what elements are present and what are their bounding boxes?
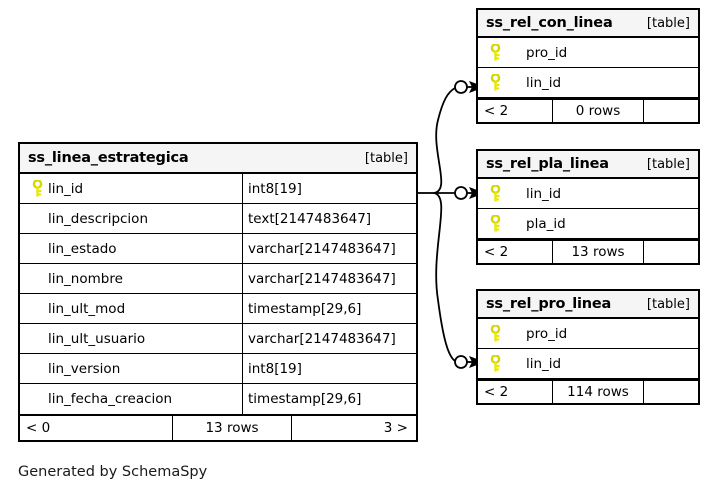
column-name-text: lin_nombre — [48, 270, 123, 287]
column-name-cell: lin_ult_mod — [20, 294, 242, 323]
column-type-cell: timestamp[29,6] — [242, 294, 416, 323]
column-name-text: pro_id — [526, 44, 568, 61]
column-name-cell: lin_id — [20, 174, 242, 203]
primary-key-icon — [484, 324, 506, 343]
column-name-text: lin_ult_mod — [48, 300, 126, 317]
column-name-text: lin_id — [526, 185, 562, 202]
footer-row-count: 0 rows — [552, 100, 644, 122]
column-name-text: lin_estado — [48, 240, 117, 257]
table-row[interactable]: pro_id — [478, 319, 698, 349]
column-type-cell: int8[19] — [242, 354, 416, 383]
table-row[interactable]: lin_id int8[19] — [20, 174, 416, 204]
column-name-text: lin_id — [526, 355, 562, 372]
table-ss-linea-estrategica[interactable]: ss_linea_estrategica [table] lin_id int8… — [18, 142, 418, 442]
table-ss-rel-pro-linea[interactable]: ss_rel_pro_linea [table] pro_id — [476, 289, 700, 405]
table-row[interactable]: lin_nombre varchar[2147483647] — [20, 264, 416, 294]
table-row[interactable]: lin_id — [478, 68, 698, 98]
footer-parents-count[interactable]: < 2 — [484, 244, 509, 260]
column-name-cell: lin_estado — [20, 234, 242, 263]
table-footer: < 2 114 rows — [478, 379, 698, 403]
footer-parents-count[interactable]: < 0 — [26, 420, 51, 436]
table-kind-label: [table] — [646, 296, 690, 312]
primary-key-icon — [484, 73, 506, 92]
column-name-cell: lin_nombre — [20, 264, 242, 293]
column-name-cell: lin_id — [478, 68, 698, 97]
column-name-text: lin_fecha_creacion — [48, 391, 173, 407]
connector-to-ss-rel-con-linea — [433, 87, 456, 194]
table-row[interactable]: pla_id — [478, 209, 698, 239]
table-title: ss_rel_con_linea — [486, 15, 613, 31]
table-ss-rel-pla-linea[interactable]: ss_rel_pla_linea [table] lin_id — [476, 149, 700, 265]
table-row[interactable]: lin_descripcion text[2147483647] — [20, 204, 416, 234]
connector-endpoint-circle-con — [454, 80, 468, 94]
table-kind-label: [table] — [646, 15, 690, 31]
footer-row-count: 13 rows — [552, 241, 644, 263]
column-name-cell: lin_ult_usuario — [20, 324, 242, 353]
table-row[interactable]: lin_id — [478, 349, 698, 379]
table-title: ss_linea_estrategica — [28, 150, 189, 166]
connector-endpoint-circle-pla — [454, 186, 468, 200]
footer-children-count[interactable] — [644, 381, 698, 403]
column-name-cell: pro_id — [478, 319, 698, 348]
table-row[interactable]: lin_id — [478, 179, 698, 209]
column-name-cell: pla_id — [478, 209, 698, 238]
column-name-cell: lin_fecha_creacion — [20, 384, 242, 414]
table-row[interactable]: lin_estado varchar[2147483647] — [20, 234, 416, 264]
connector-endpoint-circle-pro — [454, 355, 468, 369]
column-name-cell: lin_id — [478, 349, 698, 378]
table-footer: < 2 0 rows — [478, 98, 698, 122]
column-name-text: lin_version — [48, 360, 121, 377]
column-name-cell: pro_id — [478, 38, 698, 67]
column-name-text: pla_id — [526, 215, 566, 232]
column-name-text: lin_id — [48, 180, 84, 197]
table-row[interactable]: lin_ult_usuario varchar[2147483647] — [20, 324, 416, 354]
footer-row-count: 13 rows — [172, 416, 292, 440]
footer-parents-count[interactable]: < 2 — [484, 103, 509, 119]
table-row[interactable]: lin_fecha_creacion timestamp[29,6] — [20, 384, 416, 414]
primary-key-icon — [26, 179, 48, 198]
table-title: ss_rel_pro_linea — [486, 296, 612, 312]
column-name-text: pro_id — [526, 325, 568, 342]
column-type-cell: int8[19] — [242, 174, 416, 203]
primary-key-icon — [484, 184, 506, 203]
footer-children-count[interactable] — [644, 241, 698, 263]
generated-by-caption: Generated by SchemaSpy — [18, 464, 208, 480]
table-row[interactable]: lin_ult_mod timestamp[29,6] — [20, 294, 416, 324]
column-name-text: lin_descripcion — [48, 210, 148, 227]
primary-key-icon — [484, 43, 506, 62]
table-row[interactable]: lin_version int8[19] — [20, 354, 416, 384]
column-type-cell: varchar[2147483647] — [242, 264, 416, 293]
primary-key-icon — [484, 354, 506, 373]
column-name-text: lin_id — [526, 74, 562, 91]
column-type-cell: timestamp[29,6] — [242, 384, 416, 414]
table-footer: < 0 13 rows 3 > — [20, 414, 416, 440]
column-name-cell: lin_version — [20, 354, 242, 383]
footer-children-count[interactable] — [644, 100, 698, 122]
table-title: ss_rel_pla_linea — [486, 156, 609, 172]
table-header-ss-rel-pla-linea: ss_rel_pla_linea [table] — [478, 151, 698, 179]
column-type-cell: varchar[2147483647] — [242, 234, 416, 263]
connector-to-ss-rel-pro-linea — [433, 192, 456, 362]
table-kind-label: [table] — [646, 156, 690, 172]
column-name-cell: lin_descripcion — [20, 204, 242, 233]
primary-key-icon — [484, 214, 506, 233]
table-ss-rel-con-linea[interactable]: ss_rel_con_linea [table] pro_id — [476, 8, 700, 124]
column-name-text: lin_ult_usuario — [48, 330, 146, 347]
table-row[interactable]: pro_id — [478, 38, 698, 68]
column-name-cell: lin_id — [478, 179, 698, 208]
table-kind-label: [table] — [364, 150, 408, 166]
table-header-ss-rel-con-linea: ss_rel_con_linea [table] — [478, 10, 698, 38]
footer-children-count[interactable]: 3 > — [383, 420, 408, 436]
column-type-cell: varchar[2147483647] — [242, 324, 416, 353]
footer-parents-count[interactable]: < 2 — [484, 384, 509, 400]
table-header-ss-rel-pro-linea: ss_rel_pro_linea [table] — [478, 291, 698, 319]
column-type-cell: text[2147483647] — [242, 204, 416, 233]
footer-row-count: 114 rows — [552, 381, 644, 403]
table-header-ss-linea-estrategica: ss_linea_estrategica [table] — [20, 144, 416, 174]
table-footer: < 2 13 rows — [478, 239, 698, 263]
